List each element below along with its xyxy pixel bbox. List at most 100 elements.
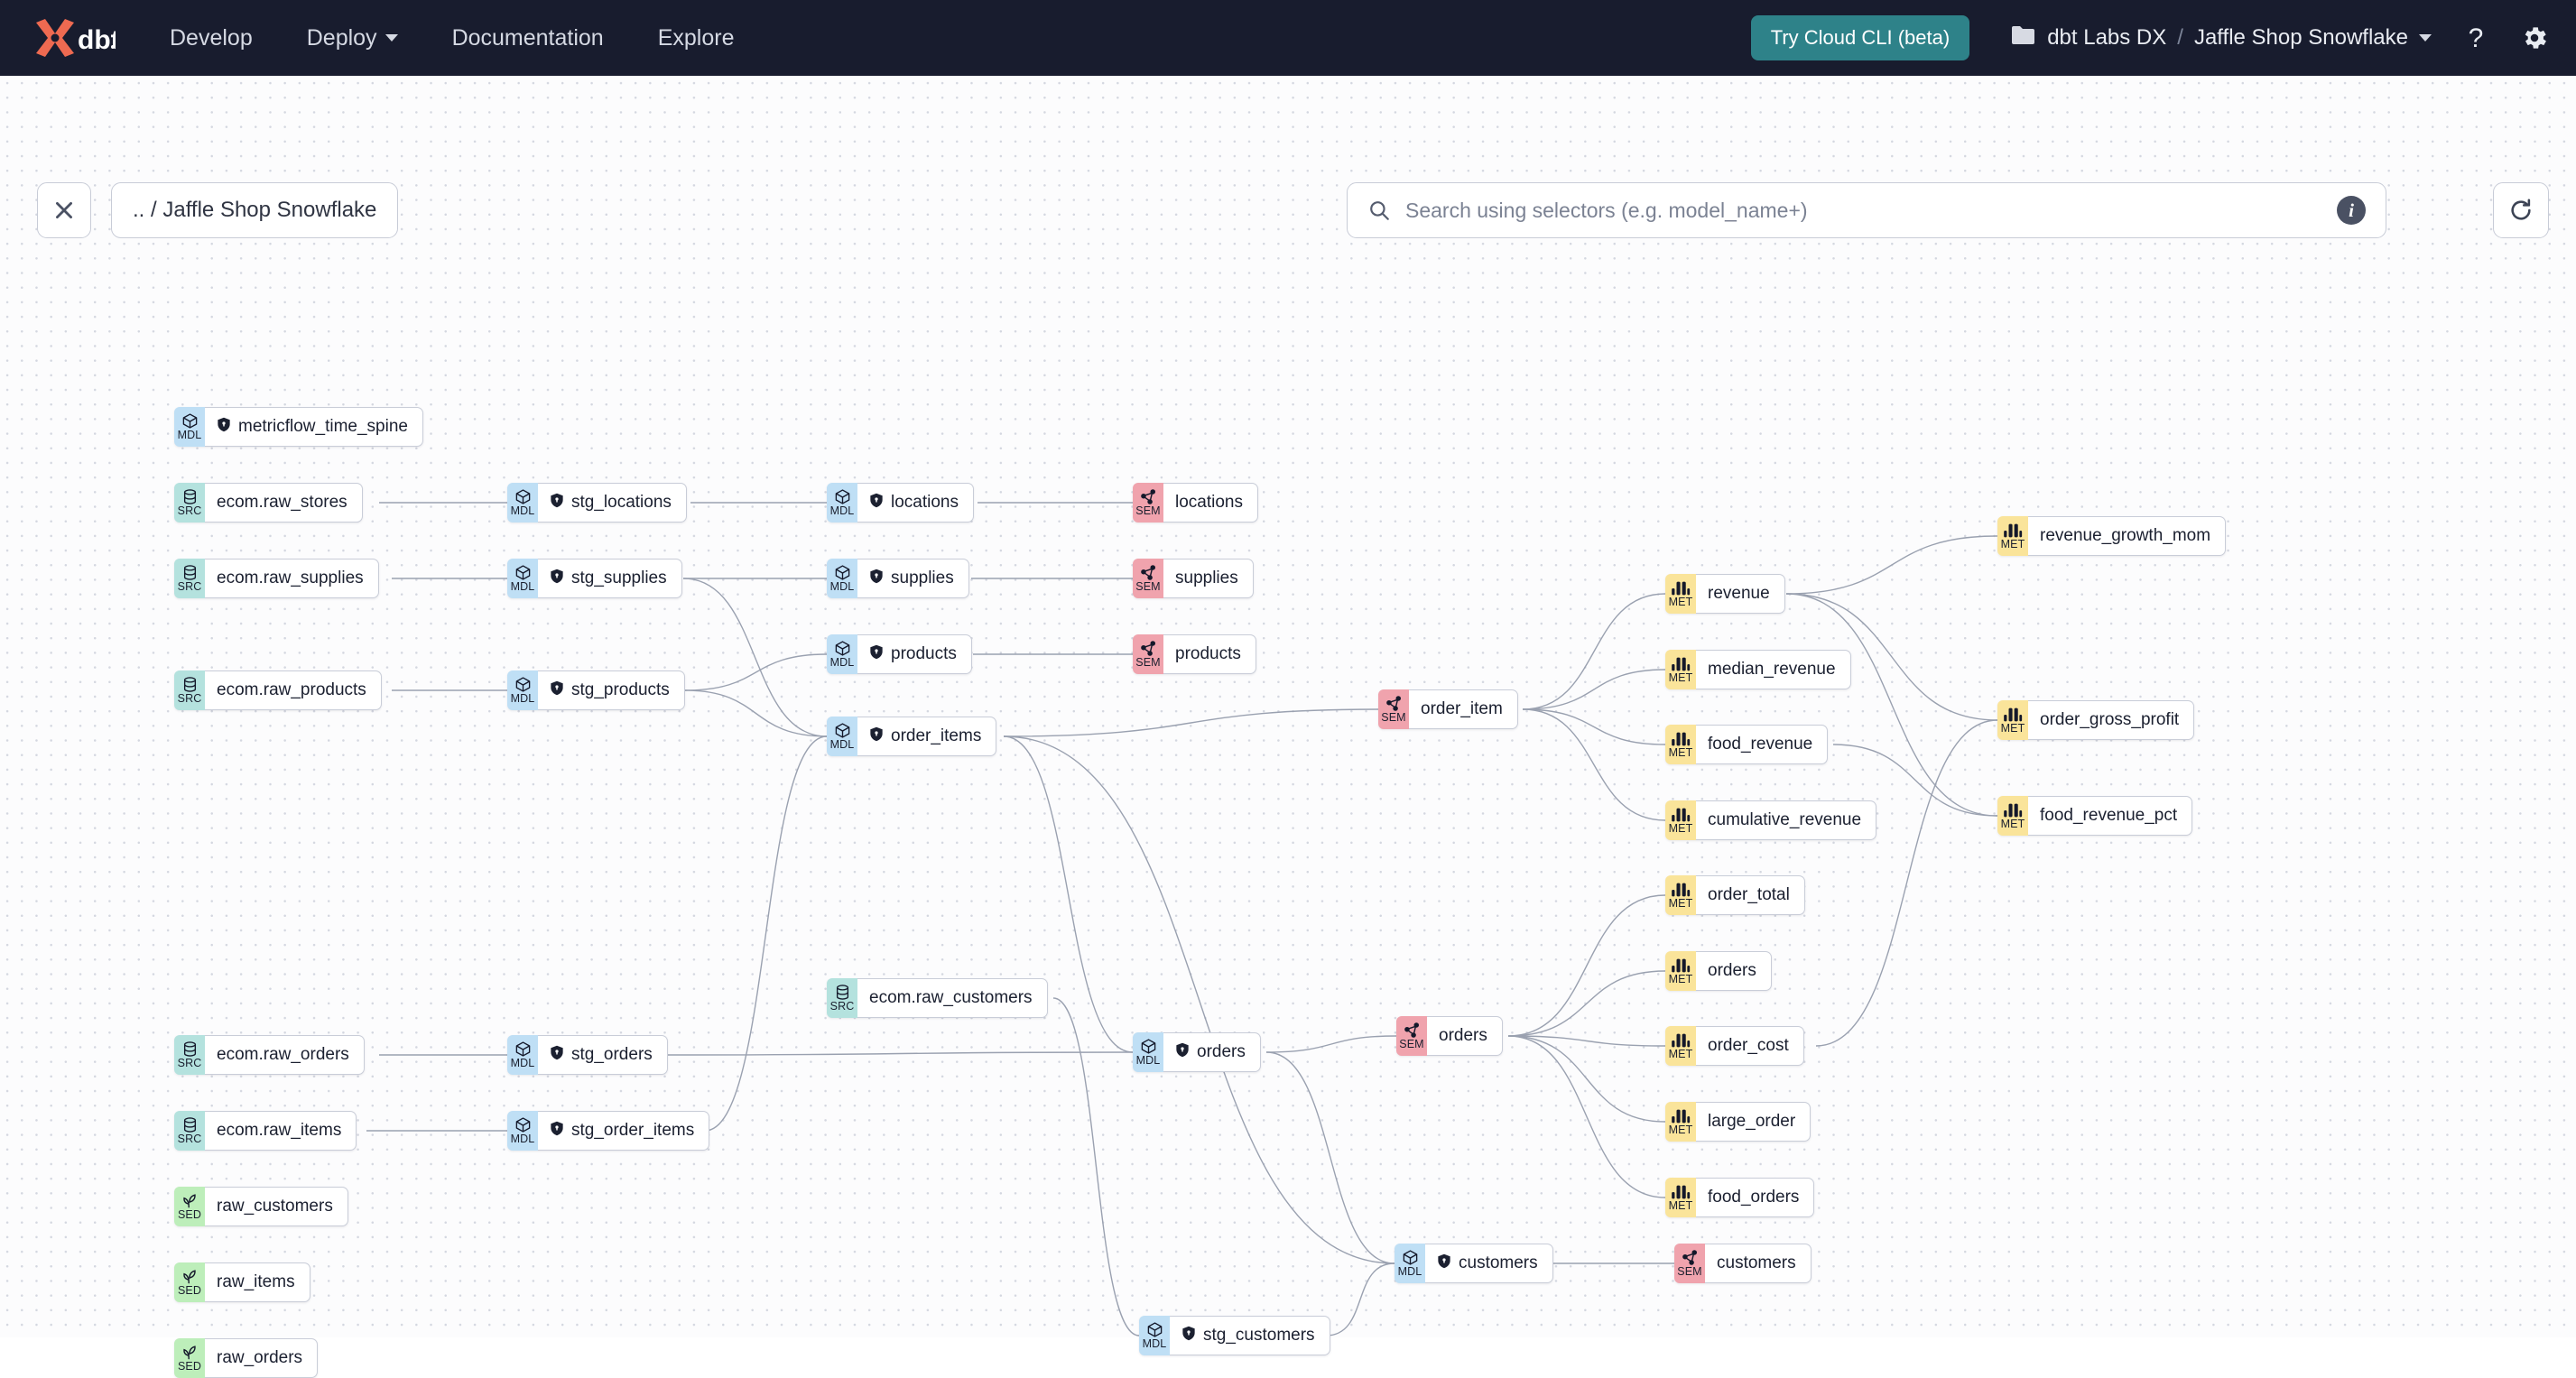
chevron-down-icon[interactable] xyxy=(2419,34,2432,42)
node-type-label: SRC xyxy=(177,580,202,593)
shield-icon xyxy=(550,680,564,700)
refresh-button[interactable] xyxy=(2493,182,2549,238)
close-button[interactable] xyxy=(37,182,91,238)
node-body: stg_products xyxy=(538,671,685,710)
node-type-label: MET xyxy=(1668,1048,1693,1060)
node-body: stg_supplies xyxy=(538,559,682,598)
nav-documentation[interactable]: Documentation xyxy=(452,25,604,51)
node-type-label: MDL xyxy=(829,504,855,517)
breadcrumb: dbt Labs DX / Jaffle Shop Snowflake xyxy=(2011,24,2432,52)
node-label: orders xyxy=(1708,961,1756,980)
try-cloud-cli-button[interactable]: Try Cloud CLI (beta) xyxy=(1750,15,1970,60)
lineage-edge xyxy=(1522,669,1666,710)
node-type-label: MET xyxy=(1668,671,1693,684)
node-body: order_items xyxy=(857,717,997,756)
shield-icon xyxy=(1175,1042,1190,1062)
lineage-edge xyxy=(1507,894,1666,1037)
node-body: ecom.raw_products xyxy=(205,671,382,710)
shield-icon xyxy=(870,569,883,584)
node-body: orders xyxy=(1427,1016,1503,1056)
nav-develop[interactable]: Develop xyxy=(170,25,253,51)
lineage-canvas[interactable]: .. / Jaffle Shop Snowflake i MDLmetricfl… xyxy=(0,76,2576,1378)
shield-icon xyxy=(1438,1253,1450,1269)
search-icon xyxy=(1370,201,1389,220)
node-type-badge-met: MET xyxy=(1665,1178,1696,1217)
node-label: products xyxy=(1175,644,1241,663)
nav-explore[interactable]: Explore xyxy=(658,25,735,51)
graph-node-revenue_growth_mom[interactable]: MET revenue_growth_mom xyxy=(1997,516,2227,556)
dbt-logo[interactable]: dbt xyxy=(32,17,116,59)
breadcrumb-project[interactable]: Jaffle Shop Snowflake xyxy=(2193,25,2408,50)
node-type-label: MDL xyxy=(829,656,855,669)
node-type-badge-met: MET xyxy=(1997,700,2028,740)
node-type-label: MDL xyxy=(510,1057,535,1069)
node-label: stg_order_items xyxy=(571,1121,695,1140)
node-type-label: MET xyxy=(1668,746,1693,759)
graph-node-order_cost[interactable]: MET order_cost xyxy=(1665,1026,1816,1066)
graph-node-stg_orders[interactable]: MDL stg_orders xyxy=(507,1035,668,1075)
node-type-label: MDL xyxy=(510,692,535,705)
node-label: revenue_growth_mom xyxy=(2040,526,2211,545)
seedling-icon xyxy=(181,1192,199,1209)
lineage-edge xyxy=(1325,1262,1395,1336)
node-type-label: MDL xyxy=(510,580,535,593)
nav-deploy-label: Deploy xyxy=(306,24,377,51)
lineage-edge xyxy=(704,735,828,1132)
search-bar[interactable]: i xyxy=(1347,182,2386,238)
settings-gear-icon[interactable] xyxy=(2520,23,2549,52)
search-info-icon[interactable]: i xyxy=(2337,196,2366,225)
node-label: ecom.raw_stores xyxy=(217,493,347,512)
node-type-badge-src: SRC xyxy=(174,671,205,710)
node-label: stg_orders xyxy=(571,1045,653,1064)
search-input[interactable] xyxy=(1405,198,2337,223)
node-body: orders xyxy=(1163,1032,1261,1072)
node-label: order_cost xyxy=(1708,1036,1789,1055)
lineage-edge xyxy=(667,1051,1134,1056)
network-icon xyxy=(1139,564,1158,581)
node-type-badge-met: MET xyxy=(1997,516,2028,556)
nav-deploy[interactable]: Deploy xyxy=(307,25,398,51)
breadcrumb-path-chip[interactable]: .. / Jaffle Shop Snowflake xyxy=(111,182,399,238)
help-button[interactable]: ? xyxy=(2462,23,2489,52)
breadcrumb-account[interactable]: dbt Labs DX xyxy=(2047,25,2167,50)
shield-icon xyxy=(1437,1253,1451,1273)
